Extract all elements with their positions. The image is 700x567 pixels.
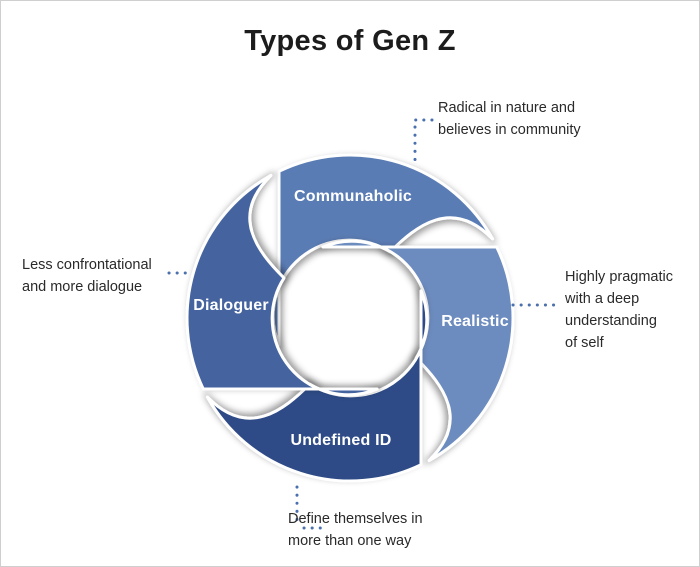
annotation-dialoguer: Less confrontational and more dialogue bbox=[22, 254, 152, 298]
segment-dialoguer bbox=[185, 173, 379, 397]
annotation-line: with a deep bbox=[565, 291, 640, 307]
annotation-line: Define themselves in bbox=[288, 511, 423, 527]
annotation-undefined-id: Define themselves in more than one way bbox=[288, 508, 423, 552]
leader-line-top bbox=[412, 118, 434, 169]
annotation-communaholic: Radical in nature and believes in commun… bbox=[438, 97, 581, 141]
segment-realistic bbox=[321, 239, 515, 463]
segment-label-dialoguer: Dialoguer bbox=[193, 297, 269, 314]
segment-label-realistic: Realistic bbox=[441, 313, 509, 330]
annotation-line: and more dialogue bbox=[22, 279, 143, 295]
pinwheel-group bbox=[185, 153, 515, 483]
annotation-line: Less confrontational bbox=[22, 257, 152, 273]
leader-lines bbox=[167, 118, 560, 530]
annotation-line: understanding bbox=[565, 313, 657, 329]
annotation-line: Highly pragmatic bbox=[565, 269, 673, 285]
segment-label-undefined-id: Undefined ID bbox=[290, 432, 391, 449]
leader-line-bottom bbox=[295, 485, 324, 530]
annotation-line: Radical in nature and bbox=[438, 100, 576, 116]
annotation-line: believes in community bbox=[438, 122, 581, 138]
segment-label-communaholic: Communaholic bbox=[294, 188, 412, 205]
annotation-line: of self bbox=[565, 335, 604, 351]
annotation-line: more than one way bbox=[288, 533, 412, 549]
annotation-realistic: Highly pragmatic with a deep understandi… bbox=[565, 266, 673, 354]
page-title: Types of Gen Z bbox=[244, 25, 456, 57]
segment-undefined-id bbox=[205, 289, 429, 483]
